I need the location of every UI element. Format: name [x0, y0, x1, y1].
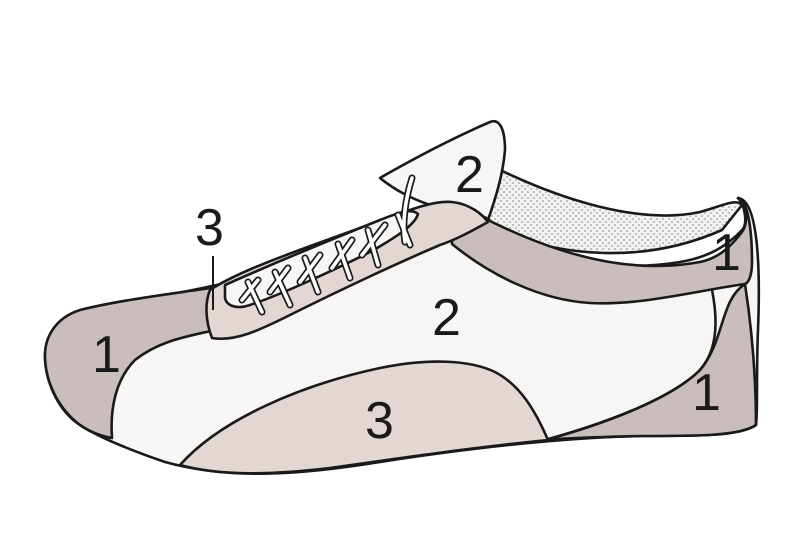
label-tongue: 2 [455, 146, 484, 204]
collar-band [450, 196, 754, 305]
toe-cap [43, 286, 217, 440]
label-sole-panel: 3 [365, 392, 394, 450]
label-vamp: 2 [432, 289, 461, 347]
tongue [378, 119, 507, 222]
label-toe-cap: 1 [92, 326, 121, 384]
vamp-outline [543, 288, 717, 442]
label-heel: 1 [692, 364, 721, 422]
laces-fill [240, 176, 414, 314]
label-collar: 1 [712, 224, 741, 282]
sole-side-panel [178, 360, 550, 475]
label-lace-panel: 3 [195, 199, 224, 257]
inner-lining-dots [482, 168, 739, 252]
